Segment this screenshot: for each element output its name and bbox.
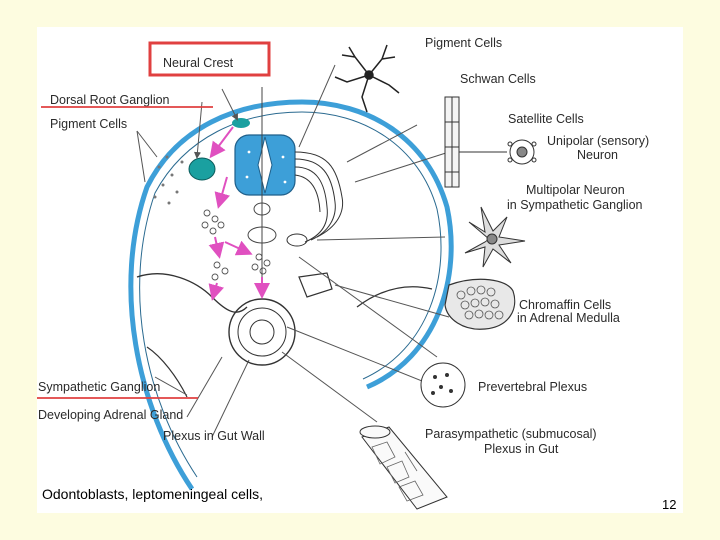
label-neural-crest: Neural Crest (163, 56, 234, 70)
label-plexus-in-gut-wall: Plexus in Gut Wall (163, 429, 265, 443)
unipolar-neuron-drawing (507, 139, 537, 165)
sympathetic-cell-clusters (201, 209, 271, 281)
leader-lines (136, 64, 450, 438)
body-wall-lower-left (146, 346, 188, 398)
label-parasympathetic-1: Parasympathetic (submucosal) (425, 427, 597, 441)
label-satellite-cells: Satellite Cells (508, 112, 584, 126)
label-pigment-cells-left: Pigment Cells (50, 117, 127, 131)
adrenal-primordium (298, 272, 333, 298)
label-sympathetic-ganglion: Sympathetic Ganglion (38, 380, 160, 394)
label-unipolar-neuron-1: Unipolar (sensory) (547, 134, 649, 148)
neural-crest-cell (232, 118, 250, 128)
label-dorsal-root-ganglion: Dorsal Root Ganglion (50, 93, 170, 107)
neural-tube (234, 134, 296, 196)
parasympathetic-plexus-drawing (359, 425, 448, 510)
label-schwan-cells: Schwan Cells (460, 72, 536, 86)
dorsal-root-ganglion-shape (188, 157, 216, 181)
prevertebral-plexus-drawing (420, 362, 466, 408)
label-developing-adrenal-gland: Developing Adrenal Gland (38, 408, 183, 422)
diagram-panel: Neural Crest Dorsal Root Ganglion Pigmen… (37, 27, 683, 513)
label-multipolar-neuron-1: Multipolar Neuron (526, 183, 625, 197)
gut-tube (228, 298, 296, 366)
label-pigment-cells-right: Pigment Cells (425, 36, 502, 50)
label-chromaffin-2: in Adrenal Medulla (517, 311, 620, 325)
migration-arrows (208, 126, 270, 301)
pigment-cell-dots (153, 155, 184, 205)
chromaffin-cells-drawing (444, 278, 516, 330)
body-wall-left (136, 273, 248, 313)
schwan-cell-drawing (444, 96, 507, 188)
sympathetic-ganglion-node (286, 233, 308, 247)
label-parasympathetic-2: Plexus in Gut (484, 442, 559, 456)
page-number: 12 (662, 497, 677, 512)
neural-crest-highlight-box (148, 41, 271, 77)
multipolar-neuron-drawing (464, 206, 526, 268)
body-wall-right (356, 286, 433, 308)
neural-crest-diagram: Neural Crest Dorsal Root Ganglion Pigmen… (37, 36, 649, 510)
label-chromaffin-1: Chromaffin Cells (519, 298, 611, 312)
nerve-fibers (294, 151, 344, 243)
label-unipolar-neuron-2: Neuron (577, 148, 618, 162)
ectoderm-outline (128, 99, 454, 491)
label-multipolar-neuron-2: in Sympathetic Ganglion (507, 198, 643, 212)
slide-caption: Odontoblasts, leptomeningeal cells, (42, 486, 264, 502)
pigment-cell-drawing (334, 44, 400, 113)
ectoderm-inner (139, 111, 442, 478)
label-prevertebral-plexus: Prevertebral Plexus (478, 380, 587, 394)
